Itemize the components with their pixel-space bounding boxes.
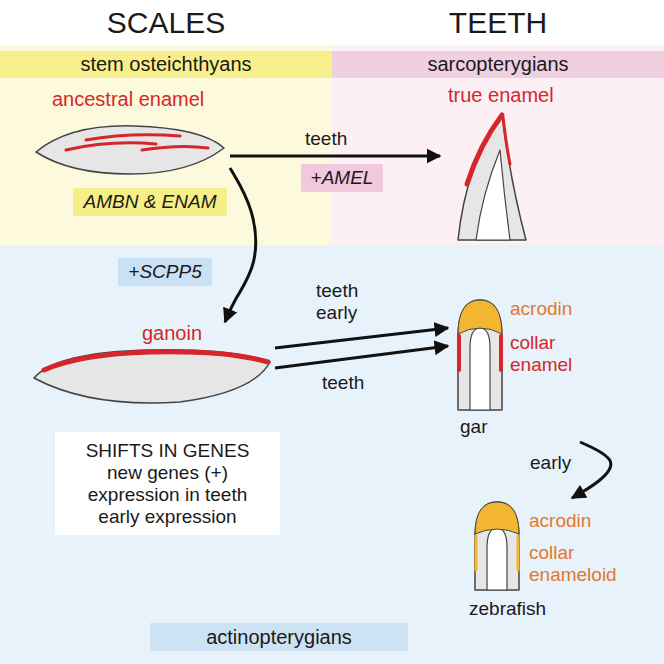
tissue-label-holder: ancestral enamel xyxy=(52,88,204,111)
tissue-label-holder: acrodin xyxy=(529,510,591,532)
tissue-label: true enamel xyxy=(448,84,554,107)
gene-name: +SCPP5 xyxy=(128,261,201,283)
tissue-label: acrodin xyxy=(510,298,572,320)
ganoin-layer xyxy=(44,352,268,370)
collar-enamel xyxy=(499,336,503,370)
species-label-holder: zebrafish xyxy=(469,598,546,620)
tissue-label: collar enamel xyxy=(510,332,590,376)
gene-name: AMBN & ENAM xyxy=(83,191,216,213)
tooth-figure: acrodin collar enamel gar xyxy=(448,292,608,442)
pulp-cavity xyxy=(476,150,510,240)
clade-region: stem osteichthyans ancestral enamelAMBN &… xyxy=(0,45,332,245)
collar-enameloid xyxy=(475,536,478,570)
species-label: zebrafish xyxy=(469,598,546,620)
species-label: gar xyxy=(460,416,487,438)
pulp-cavity xyxy=(487,528,507,590)
tooth-body xyxy=(475,502,519,590)
illustration xyxy=(440,84,580,242)
tissue-label-holder: true enamel xyxy=(448,84,554,107)
tissue-label: acrodin xyxy=(529,510,591,532)
gene-box: +SCPP5 xyxy=(118,258,211,286)
gene-box: +AMEL xyxy=(301,164,384,192)
clade-band-holder: stem osteichthyans xyxy=(0,51,332,78)
collar-enamel xyxy=(457,336,461,370)
clade-band-holder: sarcopterygians xyxy=(332,51,664,78)
tissue-label-holder: ganoin xyxy=(142,322,202,345)
column-header-holder: TEETH xyxy=(332,6,664,41)
arrow-label-holder: teeth xyxy=(305,128,347,150)
scale-figure: ancestral enamel xyxy=(30,88,230,180)
enamel-layer xyxy=(86,135,180,140)
arrow-label: teeth xyxy=(305,128,347,150)
tooth-figure: acrodin collar enameloid zebrafish xyxy=(455,498,625,626)
arrow-label: early xyxy=(530,452,571,474)
clade-band: actinopterygians xyxy=(206,626,352,649)
clade-band-holder: actinopterygians xyxy=(150,623,408,651)
scale-figure: ganoin xyxy=(30,322,275,407)
note-body: new genes (+) expression in teeth early … xyxy=(65,462,270,528)
note-heading: SHIFTS IN GENES xyxy=(65,440,270,462)
column-header: TEETH xyxy=(332,6,664,41)
gene-box: AMBN & ENAM xyxy=(73,188,226,216)
tooth-figure: true enamel xyxy=(440,84,580,242)
tissue-label-holder: collar enamel xyxy=(510,332,590,376)
acrodin-cap xyxy=(475,502,519,534)
acrodin-cap xyxy=(458,300,502,334)
enamel-layer xyxy=(503,117,510,164)
enamel-layer xyxy=(142,146,208,150)
arrow-label-holder: teeth xyxy=(322,372,364,394)
tooth-body xyxy=(458,114,526,240)
tissue-label: collar enameloid xyxy=(529,542,621,586)
scale-body xyxy=(34,350,270,403)
tissue-label: ganoin xyxy=(142,322,202,345)
note-box: SHIFTS IN GENESnew genes (+) expression … xyxy=(55,432,280,535)
column-header: SCALES xyxy=(0,6,332,41)
arrow-label: teeth xyxy=(322,372,364,394)
arrow-label-holder: teeth early xyxy=(316,280,386,324)
scale-body xyxy=(36,126,224,174)
pulp-cavity xyxy=(470,328,490,410)
arrow-label: teeth early xyxy=(316,280,386,324)
clade-band: stem osteichthyans xyxy=(80,53,251,76)
collar-enameloid xyxy=(517,536,520,570)
tissue-label-holder: collar enameloid xyxy=(529,542,621,586)
species-label-holder: gar xyxy=(460,416,487,438)
clade-region: sarcopterygians+AMELtrue enamel xyxy=(332,45,664,245)
enamel-layer xyxy=(467,115,502,184)
tooth-body xyxy=(458,300,502,410)
arrow-label-holder: early xyxy=(530,452,571,474)
gene-name: +AMEL xyxy=(311,167,374,189)
tissue-label: ancestral enamel xyxy=(52,88,204,111)
column-header-holder: SCALES xyxy=(0,6,332,41)
clade-band: sarcopterygians xyxy=(427,53,568,76)
tissue-label-holder: acrodin xyxy=(510,298,572,320)
